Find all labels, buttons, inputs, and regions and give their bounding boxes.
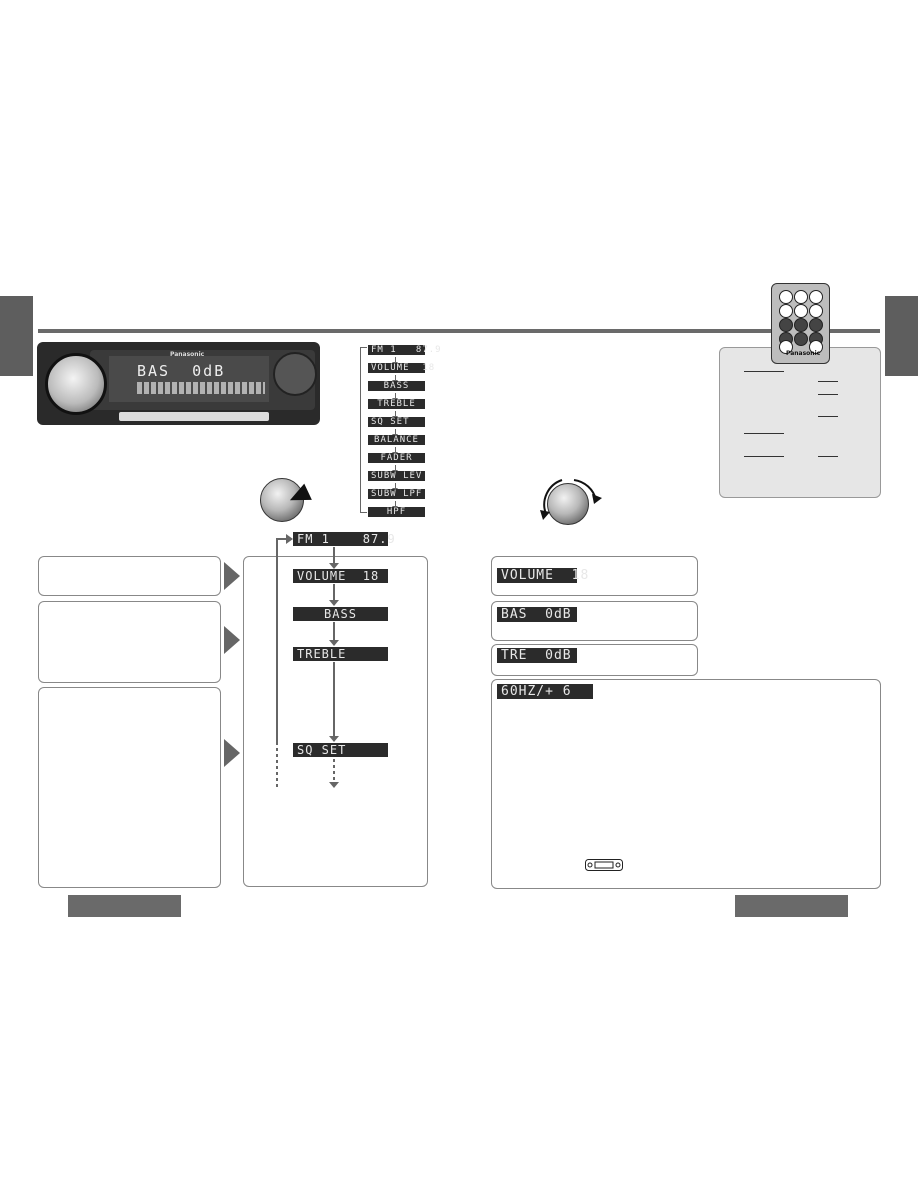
faceplate-brand: Panasonic xyxy=(170,351,205,358)
volume-knob[interactable] xyxy=(45,353,107,415)
knob-rotate-icon xyxy=(547,483,589,525)
step-panel-1 xyxy=(38,556,221,596)
rotate-arrows-icon xyxy=(540,479,602,520)
remote-panel xyxy=(719,347,881,498)
remote-down-button[interactable] xyxy=(809,304,823,318)
right-lcd-bass: BAS 0dB xyxy=(497,607,577,622)
remote-leader-line xyxy=(818,456,838,457)
faceplate-level-bars xyxy=(137,382,265,394)
main-lcd-treble: TREBLE xyxy=(293,647,388,661)
step-panel-3 xyxy=(38,687,221,888)
preset-buttons[interactable] xyxy=(119,412,269,421)
right-lcd-volume: VOLUME 18 xyxy=(497,568,588,583)
sq-panel xyxy=(491,679,881,889)
remote-button[interactable] xyxy=(809,340,823,354)
loop-return-solid xyxy=(276,538,278,743)
footer-tab-left xyxy=(68,895,181,917)
faceplate-display-text: BAS 0dB xyxy=(137,362,226,380)
remote-leader-line xyxy=(744,433,784,434)
right-lcd-sq: 60HZ/+ 6 xyxy=(497,684,593,699)
remote-button[interactable] xyxy=(794,304,808,318)
small-lcd-subw-lpf: SUBW LPF xyxy=(368,489,425,499)
main-arrow-dotted xyxy=(333,759,335,783)
main-lcd-bass: BASS xyxy=(293,607,388,621)
small-lcd-treble: TREBLE xyxy=(368,399,425,409)
main-arrow xyxy=(329,584,339,606)
small-lcd-subw-lev: SUBW LEV xyxy=(368,471,425,481)
small-lcd-sqset: SQ SET xyxy=(368,417,425,427)
sequence-loop-line xyxy=(360,347,361,513)
remote-button[interactable] xyxy=(794,318,808,332)
remote-button[interactable] xyxy=(779,304,793,318)
loop-return-head xyxy=(276,538,288,540)
remote-up-button[interactable] xyxy=(809,290,823,304)
remote-button[interactable] xyxy=(779,318,793,332)
remote-leader-line xyxy=(818,394,838,395)
selector-button[interactable] xyxy=(273,352,317,396)
main-lcd-sqset: SQ SET xyxy=(293,743,388,757)
sequence-loop-bottom xyxy=(360,512,367,513)
step-panel-2 xyxy=(38,601,221,683)
main-lcd-volume: VOLUME 18 xyxy=(293,569,388,583)
remote-button[interactable] xyxy=(794,332,808,346)
main-arrow xyxy=(329,622,339,646)
small-lcd-fm: FM 1 87.9 xyxy=(368,345,441,355)
remote-leader-line xyxy=(744,371,784,372)
connector-icon xyxy=(585,859,623,871)
small-lcd-hpf: HPF xyxy=(368,507,425,517)
remote-button[interactable] xyxy=(794,290,808,304)
step-arrow-2 xyxy=(224,626,240,654)
remote-leader-line xyxy=(818,416,838,417)
remote-leader-line xyxy=(744,456,784,457)
small-lcd-balance: BALANCE xyxy=(368,435,425,445)
volume-panel xyxy=(491,556,698,596)
remote-control: Panasonic xyxy=(771,283,830,364)
remote-button[interactable] xyxy=(809,318,823,332)
remote-brand: Panasonic xyxy=(786,350,821,357)
main-arrow xyxy=(329,547,339,569)
right-lcd-treble: TRE 0dB xyxy=(497,648,577,663)
remote-button[interactable] xyxy=(779,290,793,304)
footer-tab-right xyxy=(735,895,848,917)
right-page-tab xyxy=(885,296,918,376)
knob-press-icon xyxy=(260,478,304,522)
remote-leader-line xyxy=(818,381,838,382)
small-lcd-fader: FADER xyxy=(368,453,425,463)
main-lcd-fm: FM 1 87.9 xyxy=(293,532,395,546)
step-arrow-3 xyxy=(224,739,240,767)
faceplate-display xyxy=(109,356,269,402)
loop-return-arrowhead xyxy=(286,534,293,544)
small-lcd-bass: BASS xyxy=(368,381,425,391)
small-lcd-volume: VOLUME 18 xyxy=(368,363,434,373)
step-arrow-1 xyxy=(224,562,240,590)
main-arrow-long xyxy=(329,662,339,742)
header-rule xyxy=(38,329,880,333)
remote-button[interactable] xyxy=(779,340,793,354)
sequence-loop-top xyxy=(360,347,367,348)
car-stereo-faceplate: Panasonic BAS 0dB xyxy=(37,342,320,425)
left-page-tab xyxy=(0,296,33,376)
main-arrow-dotted-head xyxy=(329,782,339,788)
